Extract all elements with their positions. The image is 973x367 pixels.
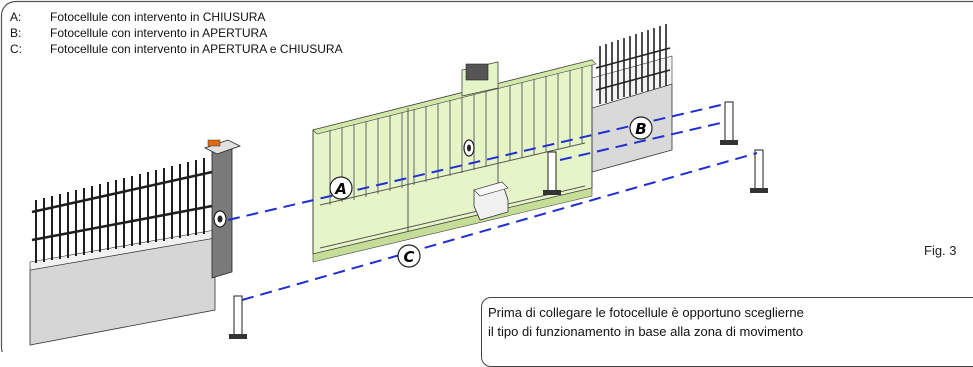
- flashing-lamp-icon: [208, 140, 220, 146]
- note-line-2: il tipo di funzionamento in base alla zo…: [488, 322, 973, 341]
- svg-text:C: C: [403, 248, 414, 266]
- legend-item-a: A: Fotocellule con intervento in CHIUSUR…: [10, 9, 343, 25]
- left-fence: [30, 158, 215, 345]
- diagram-frame: A B C A: Fotocellule con intervento in C…: [0, 0, 973, 352]
- svg-text:B: B: [635, 120, 646, 138]
- photocell-column-right-top: [720, 102, 738, 145]
- legend: A: Fotocellule con intervento in CHIUSUR…: [10, 9, 343, 57]
- photocell-column-right-bottom: [750, 150, 768, 193]
- central-lamp-icon: [466, 64, 488, 80]
- svg-text:A: A: [334, 180, 347, 198]
- note-box: Prima di collegare le fotocellule è oppo…: [481, 297, 973, 367]
- photocell-column-left-bottom: [229, 296, 247, 339]
- legend-item-c: C: Fotocellule con intervento in APERTUR…: [10, 41, 343, 57]
- label-c: C: [398, 245, 420, 267]
- note-line-1: Prima di collegare le fotocellule è oppo…: [488, 303, 973, 322]
- legend-item-b: B: Fotocellule con intervento in APERTUR…: [10, 25, 343, 41]
- figure-caption: Fig. 3: [924, 243, 957, 258]
- label-b: B: [630, 117, 652, 139]
- label-a: A: [330, 177, 352, 199]
